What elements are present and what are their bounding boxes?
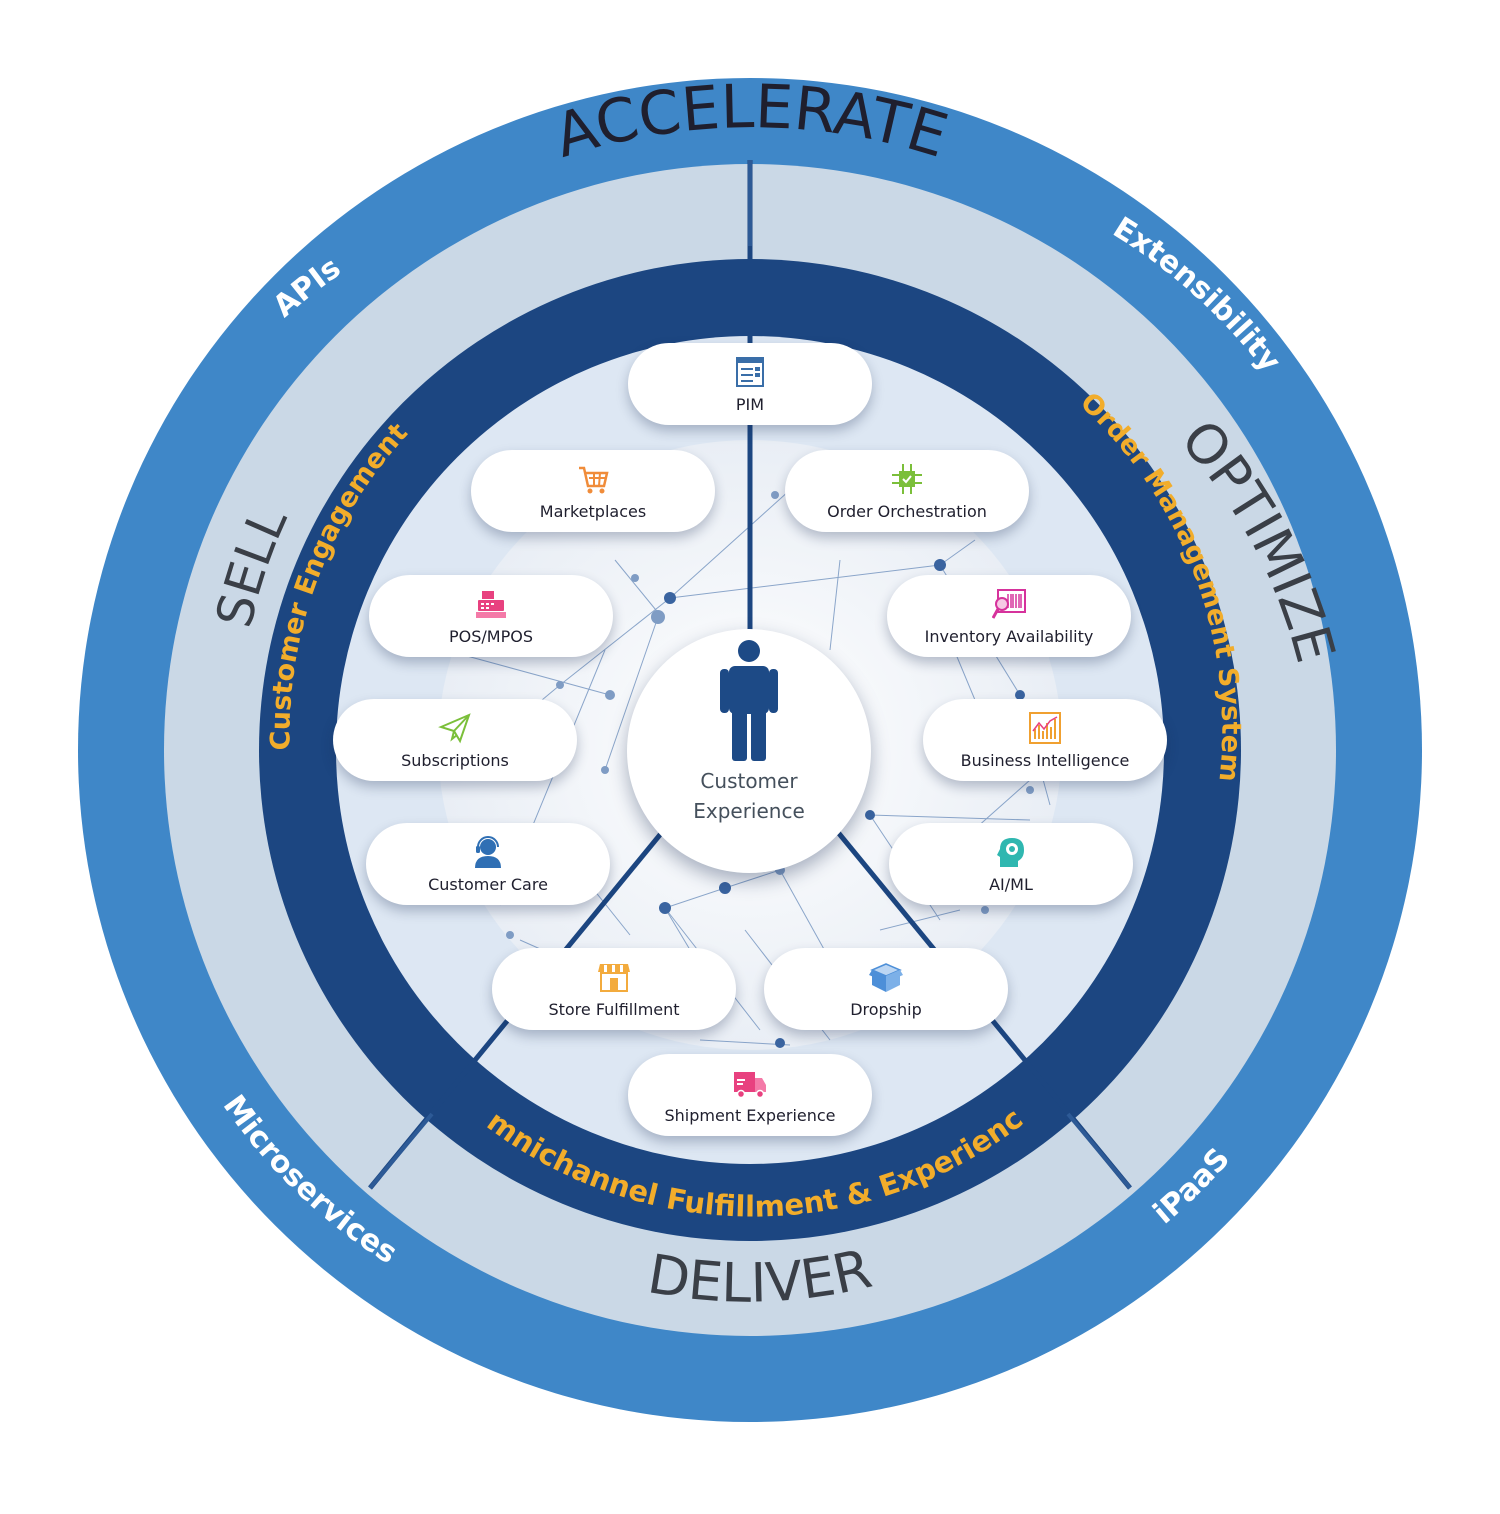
barcode-search-icon: [992, 587, 1026, 621]
module-dropship[interactable]: Dropship: [764, 948, 1008, 1030]
module-order-orchestration[interactable]: Order Orchestration: [785, 450, 1029, 532]
module-pim[interactable]: PIM: [628, 343, 872, 425]
headset-icon: [471, 835, 505, 869]
module-label: Business Intelligence: [960, 750, 1130, 770]
module-label: Shipment Experience: [664, 1105, 836, 1125]
truck-icon: [733, 1066, 767, 1100]
register-icon: [474, 587, 508, 621]
module-label: Dropship: [850, 999, 922, 1019]
module-label: Inventory Availability: [924, 626, 1094, 646]
module-customer-care[interactable]: Customer Care: [366, 823, 610, 905]
module-label: Order Orchestration: [827, 501, 987, 521]
module-label: Customer Care: [428, 874, 548, 894]
module-marketplaces[interactable]: Marketplaces: [471, 450, 715, 532]
module-label: PIM: [735, 394, 765, 414]
pim-icon: [733, 355, 767, 389]
module-label: POS/MPOS: [449, 626, 533, 646]
module-subscriptions[interactable]: Subscriptions: [333, 699, 577, 781]
module-ai-ml[interactable]: AI/ML: [889, 823, 1133, 905]
store-icon: [597, 960, 631, 994]
module-label: Subscriptions: [401, 750, 509, 770]
module-pos-mpos[interactable]: POS/MPOS: [369, 575, 613, 657]
customer-experience-hub: Customer Experience: [627, 629, 871, 873]
chip-icon: [890, 462, 924, 496]
module-store-fulfillment[interactable]: Store Fulfillment: [492, 948, 736, 1030]
person-icon: [720, 640, 778, 761]
module-label: AI/ML: [989, 874, 1033, 894]
box-icon: [869, 960, 903, 994]
module-label: Marketplaces: [539, 501, 647, 521]
center-label-line1: Customer: [700, 769, 798, 793]
paper-plane-icon: [438, 711, 472, 745]
center-label-line2: Experience: [693, 799, 805, 823]
module-inventory-availability[interactable]: Inventory Availability: [887, 575, 1131, 657]
chart-icon: [1028, 711, 1062, 745]
module-label: Store Fulfillment: [548, 999, 680, 1019]
module-shipment-experience[interactable]: Shipment Experience: [628, 1054, 872, 1136]
cart-icon: [576, 462, 610, 496]
module-business-intelligence[interactable]: Business Intelligence: [923, 699, 1167, 781]
ai-head-icon: [994, 835, 1028, 869]
